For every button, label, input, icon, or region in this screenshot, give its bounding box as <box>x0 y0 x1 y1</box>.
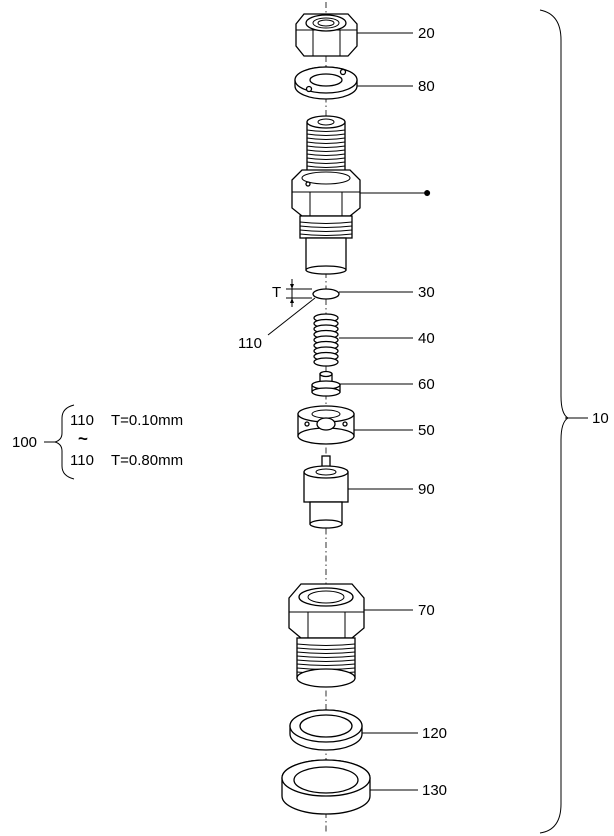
part-90-nozzle <box>303 455 349 529</box>
shim-first-thickness: T=0.10mm <box>111 412 184 429</box>
part-30-shim <box>312 288 340 300</box>
callout-20: 20 <box>418 25 435 42</box>
part-120-gasket <box>289 709 363 751</box>
part-130-sleeve <box>281 759 371 815</box>
callout-130: 130 <box>422 782 448 799</box>
callout-90: 90 <box>418 481 435 498</box>
callout-110: 110 <box>238 335 262 352</box>
part-50-distance-piece <box>297 405 355 445</box>
callout-10: 10 <box>592 410 609 427</box>
part-40-spring <box>313 313 339 367</box>
dimension-t-label: T <box>272 284 282 301</box>
shim-first-part: 110 <box>70 412 94 429</box>
part-holder-body <box>291 115 361 275</box>
callout-holder-dot: ● <box>423 184 432 200</box>
callout-40: 40 <box>418 330 435 347</box>
part-20-hex-nut <box>295 13 358 57</box>
part-80-washer <box>294 66 358 100</box>
callout-70: 70 <box>418 602 435 619</box>
part-60-spacer-pin <box>311 370 341 397</box>
callout-50: 50 <box>418 422 435 439</box>
leader-lines <box>267 32 588 791</box>
callout-60: 60 <box>418 376 435 393</box>
shim-last-part: 110 <box>70 452 94 469</box>
shim-range-mark: ~ <box>78 429 88 448</box>
part-70-retaining-nut <box>288 583 365 688</box>
callout-30: 30 <box>418 284 435 301</box>
shim-last-thickness: T=0.80mm <box>111 452 184 469</box>
assembly-bracket <box>539 9 570 834</box>
callout-80: 80 <box>418 78 435 95</box>
t-dimension <box>286 279 312 307</box>
shim-set-number: 100 <box>12 434 38 451</box>
callout-120: 120 <box>422 725 448 742</box>
